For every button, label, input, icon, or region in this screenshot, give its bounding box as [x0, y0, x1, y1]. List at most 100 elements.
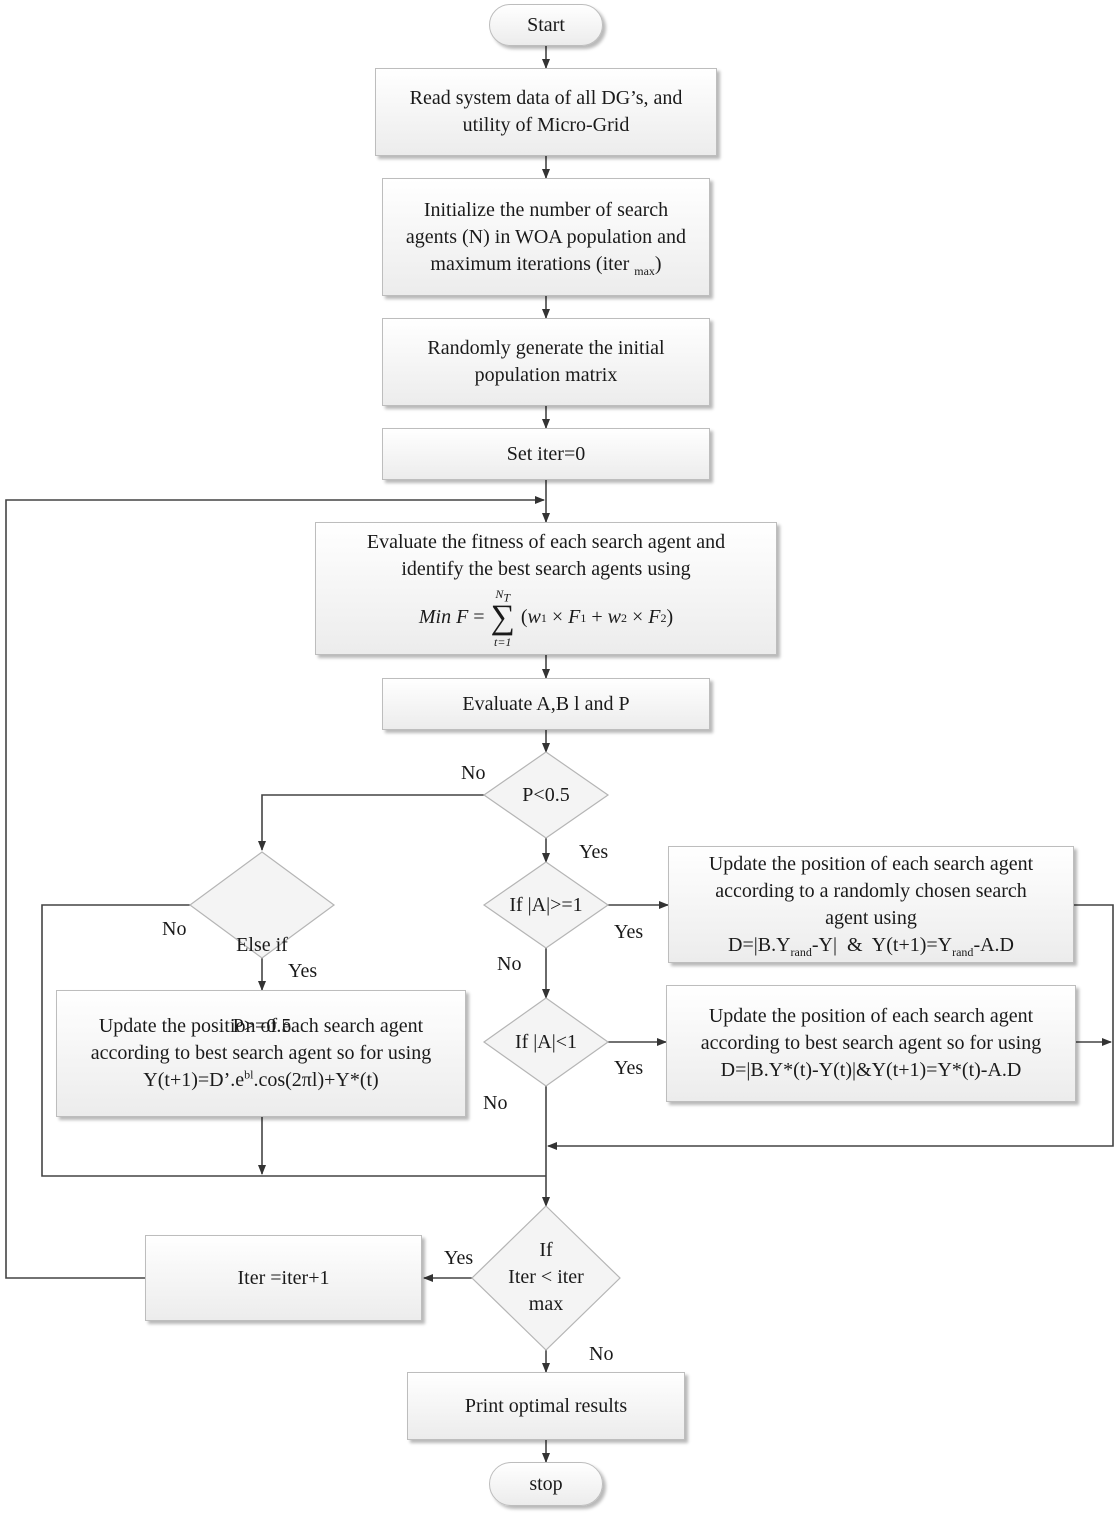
eq-spiral-post: .cos(2πl)+Y*(t) — [253, 1069, 379, 1091]
formula-open: ( — [520, 606, 528, 628]
update-random-line-2: according to a randomly chosen search — [715, 879, 1027, 902]
iter-increment-box: Iter =iter+1 — [145, 1235, 422, 1321]
initialize-line-3-text: maximum iterations (iter — [430, 252, 635, 275]
eq-spiral-pre: Y(t+1)=D’.e — [143, 1069, 245, 1091]
evaluate-line-1: Evaluate the fitness of each search agen… — [366, 530, 726, 553]
formula-w2: w — [607, 606, 621, 628]
formula-f2: F — [648, 606, 661, 628]
read-data-line-2: utility of Micro-Grid — [462, 114, 630, 136]
decision-alt-text: If |A|<1 — [486, 1029, 606, 1056]
formula-eq: = — [473, 606, 485, 628]
label-alt-no: No — [483, 1092, 508, 1114]
set-iter-box: Set iter=0 — [382, 428, 710, 480]
formula-close: ) — [666, 606, 674, 628]
update-best-right-box: Update the position of each search agent… — [666, 985, 1076, 1102]
start-terminal: Start — [489, 4, 603, 46]
update-best-line-3: D=|B.Y*(t)-Y(t)|&Y(t+1)=Y*(t)-A.D — [720, 1059, 1022, 1081]
decision-iter-shape — [471, 1205, 621, 1351]
random-generate-box: Randomly generate the initial population… — [382, 318, 710, 406]
formula-min: Min — [418, 606, 452, 628]
eq-spiral-sup: bl — [244, 1067, 254, 1082]
sum-lower: t=1 — [493, 634, 512, 649]
summation: NT ∑ t=1 — [491, 587, 515, 649]
eq-random-pre: D=|B.Y — [728, 933, 791, 956]
label-iter-no: No — [589, 1343, 614, 1365]
formula-f1: F — [568, 606, 581, 628]
eq-random-sub2: rand — [952, 944, 974, 959]
stop-label: stop — [529, 1472, 563, 1495]
random-line-2: population matrix — [474, 364, 618, 386]
formula-times2: × — [631, 606, 644, 628]
update-spiral-equation: Y(t+1)=D’.ebl.cos(2πl)+Y*(t) — [143, 1067, 378, 1094]
label-iter-yes: Yes — [444, 1247, 474, 1269]
initialize-line-3-close: ) — [654, 252, 662, 275]
eq-random-sub1: rand — [790, 944, 812, 959]
iter-increment-label: Iter =iter+1 — [237, 1266, 330, 1289]
label-p-yes: Yes — [579, 841, 609, 863]
sigma-symbol: ∑ — [490, 598, 515, 636]
print-results-box: Print optimal results — [407, 1372, 685, 1440]
update-spiral-line-1: Update the position of each search agent — [98, 1015, 424, 1037]
update-best-line-2: according to best search agent so for us… — [700, 1032, 1042, 1054]
read-data-box: Read system data of all DG’s, and utilit… — [375, 68, 717, 156]
decision-age-label: If |A|>=1 — [509, 894, 583, 916]
label-alt-yes: Yes — [614, 1057, 644, 1079]
formula-times1: × — [551, 606, 564, 628]
label-age-yes: Yes — [614, 921, 644, 943]
set-iter-label: Set iter=0 — [506, 442, 586, 465]
initialize-line-2: agents (N) in WOA population and — [405, 225, 687, 248]
arrow-p-no — [258, 794, 484, 851]
arrow-right-merge — [547, 904, 1114, 1150]
decision-iter-line-2: Iter < iter — [508, 1266, 584, 1288]
decision-else-shape — [188, 851, 336, 959]
decision-p-label: P<0.5 — [522, 784, 570, 806]
start-label: Start — [527, 13, 565, 36]
update-spiral-line-2: according to best search agent so for us… — [90, 1042, 432, 1064]
initialize-box: Initialize the number of search agents (… — [382, 178, 710, 296]
decision-iter-text: If Iter < iter max — [486, 1237, 606, 1318]
decision-iter-line-1: If — [539, 1239, 553, 1261]
evaluate-abp-box: Evaluate A,B l and P — [382, 678, 710, 730]
evaluate-line-2: identify the best search agents using — [401, 557, 691, 580]
decision-age-text: If |A|>=1 — [486, 892, 606, 919]
evaluate-abp-label: Evaluate A,B l and P — [462, 692, 630, 715]
sum-upper: NT — [495, 586, 511, 604]
initialize-line-1: Initialize the number of search — [423, 198, 669, 221]
update-random-equation: D=|B.Yrand-Y| & Y(t+1)=Yrand-A.D — [728, 932, 1014, 959]
decision-p-text: P<0.5 — [496, 782, 596, 809]
decision-alt-shape — [482, 997, 610, 1087]
read-data-line-1: Read system data of all DG’s, and — [409, 87, 683, 109]
decision-p-shape — [482, 751, 610, 839]
decision-else-text: Else if P>=0.5 — [200, 878, 324, 1067]
initialize-line-3: maximum iterations (iter max) — [430, 251, 661, 278]
decision-else-line-1: Else if — [236, 934, 288, 956]
formula-plus: + — [591, 606, 603, 628]
eq-random-post: -A.D — [973, 933, 1014, 956]
formula-w1: w — [527, 606, 541, 628]
label-else-yes: Yes — [288, 960, 318, 982]
formula-f: F — [456, 606, 469, 628]
arrow-loop-back — [5, 496, 545, 1279]
sum-upper-sub: T — [503, 589, 511, 604]
decision-iter-line-3: max — [528, 1293, 564, 1315]
update-random-line-3: agent using — [825, 906, 917, 929]
decision-alt-label: If |A|<1 — [514, 1031, 578, 1053]
label-p-no: No — [461, 762, 486, 784]
initialize-max-sub: max — [634, 263, 655, 278]
decision-else-line-2: P>=0.5 — [232, 1015, 292, 1037]
update-best-line-1: Update the position of each search agent — [708, 1005, 1034, 1027]
update-random-box: Update the position of each search agent… — [668, 846, 1074, 963]
stop-terminal: stop — [489, 1462, 603, 1506]
print-results-label: Print optimal results — [464, 1394, 628, 1417]
eq-random-mid: -Y| & Y(t+1)=Y — [811, 933, 953, 956]
sum-upper-n: N — [495, 586, 504, 601]
random-line-1: Randomly generate the initial — [427, 337, 665, 359]
update-random-line-1: Update the position of each search agent — [708, 852, 1034, 875]
evaluate-fitness-box: Evaluate the fitness of each search agen… — [315, 522, 777, 655]
label-age-no: No — [497, 953, 522, 975]
decision-age-shape — [482, 861, 610, 949]
update-spiral-box: Update the position of each search agent… — [56, 990, 466, 1117]
